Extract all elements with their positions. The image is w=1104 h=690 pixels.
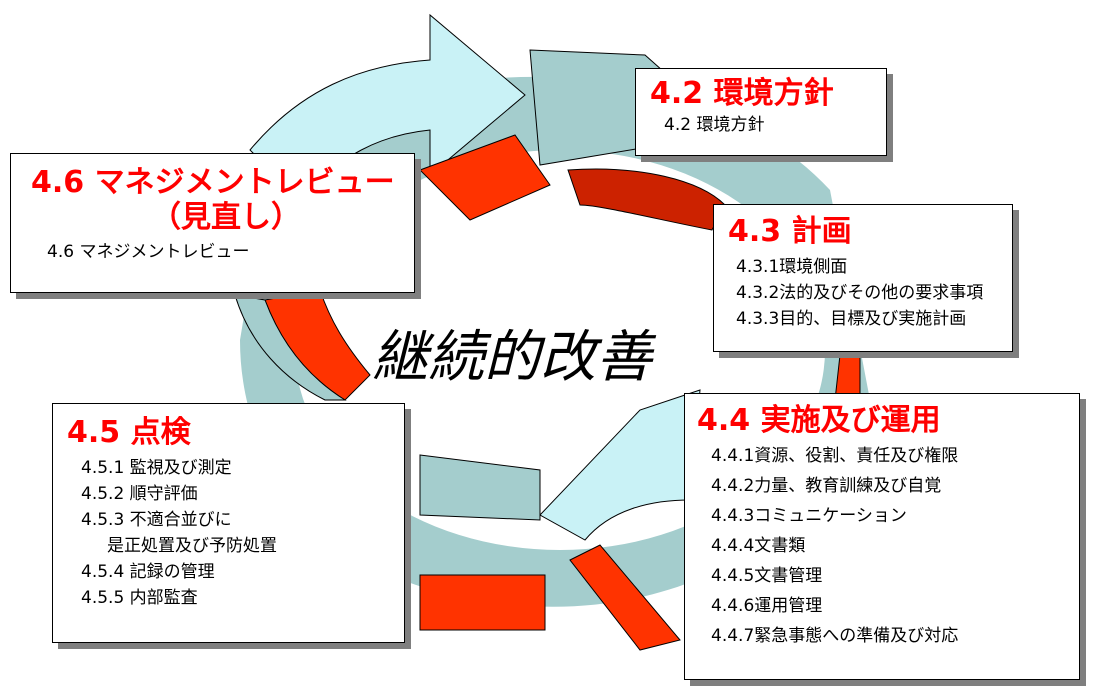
checking-item: 是正処置及び予防処置 (107, 535, 277, 556)
operation-box: 4.4 実施及び運用 4.4.1資源、役割、責任及び権限 4.4.2力量、教育訓… (684, 393, 1080, 680)
arrow-checking-segment (419, 454, 541, 521)
arrow-checking-red (419, 574, 546, 631)
review-item: 4.6 マネジメントレビュー (47, 242, 250, 262)
arrow-operation-to-checking (539, 389, 701, 541)
operation-title: 4.4 実施及び運用 (697, 403, 941, 438)
operation-item: 4.4.4文書類 (711, 535, 806, 556)
operation-item: 4.4.6運用管理 (711, 595, 823, 616)
review-title-line1: 4.6 マネジメントレビュー (31, 165, 395, 200)
review-title-line2: （見直し） (151, 199, 301, 235)
planning-item: 4.3.1環境側面 (736, 256, 848, 277)
planning-box: 4.3 計画 4.3.1環境側面 4.3.2法的及びその他の要求事項 4.3.3… (713, 204, 1013, 352)
checking-item: 4.5.4 記録の管理 (81, 561, 215, 582)
checking-item: 4.5.1 監視及び測定 (81, 457, 232, 478)
center-label: 継続的改善 (372, 325, 652, 390)
planning-title: 4.3 計画 (728, 214, 852, 249)
checking-box: 4.5 点検 4.5.1 監視及び測定 4.5.2 順守評価 4.5.3 不適合… (52, 403, 405, 643)
operation-item: 4.4.7緊急事態への準備及び対応 (711, 625, 959, 646)
review-box: 4.6 マネジメントレビュー （見直し） 4.6 マネジメントレビュー (10, 153, 415, 293)
arrow-operation-lower (569, 544, 681, 651)
planning-item: 4.3.2法的及びその他の要求事項 (736, 282, 984, 303)
arrow-review-teal (234, 294, 347, 401)
operation-item: 4.4.2力量、教育訓練及び自覚 (711, 475, 942, 496)
checking-item: 4.5.3 不適合並びに (81, 509, 232, 530)
policy-item: 4.2 環境方針 (664, 114, 765, 135)
operation-item: 4.4.1資源、役割、責任及び権限 (711, 445, 959, 466)
operation-item: 4.4.5文書管理 (711, 565, 823, 586)
operation-item: 4.4.3コミュニケーション (711, 505, 907, 526)
policy-title: 4.2 環境方針 (650, 76, 834, 111)
arrow-review-red (419, 134, 551, 221)
checking-title: 4.5 点検 (67, 415, 191, 450)
policy-box: 4.2 環境方針 4.2 環境方針 (635, 68, 887, 156)
checking-item: 4.5.5 内部監査 (81, 587, 198, 608)
planning-item: 4.3.3目的、目標及び実施計画 (736, 308, 967, 329)
checking-item: 4.5.2 順守評価 (81, 483, 198, 504)
